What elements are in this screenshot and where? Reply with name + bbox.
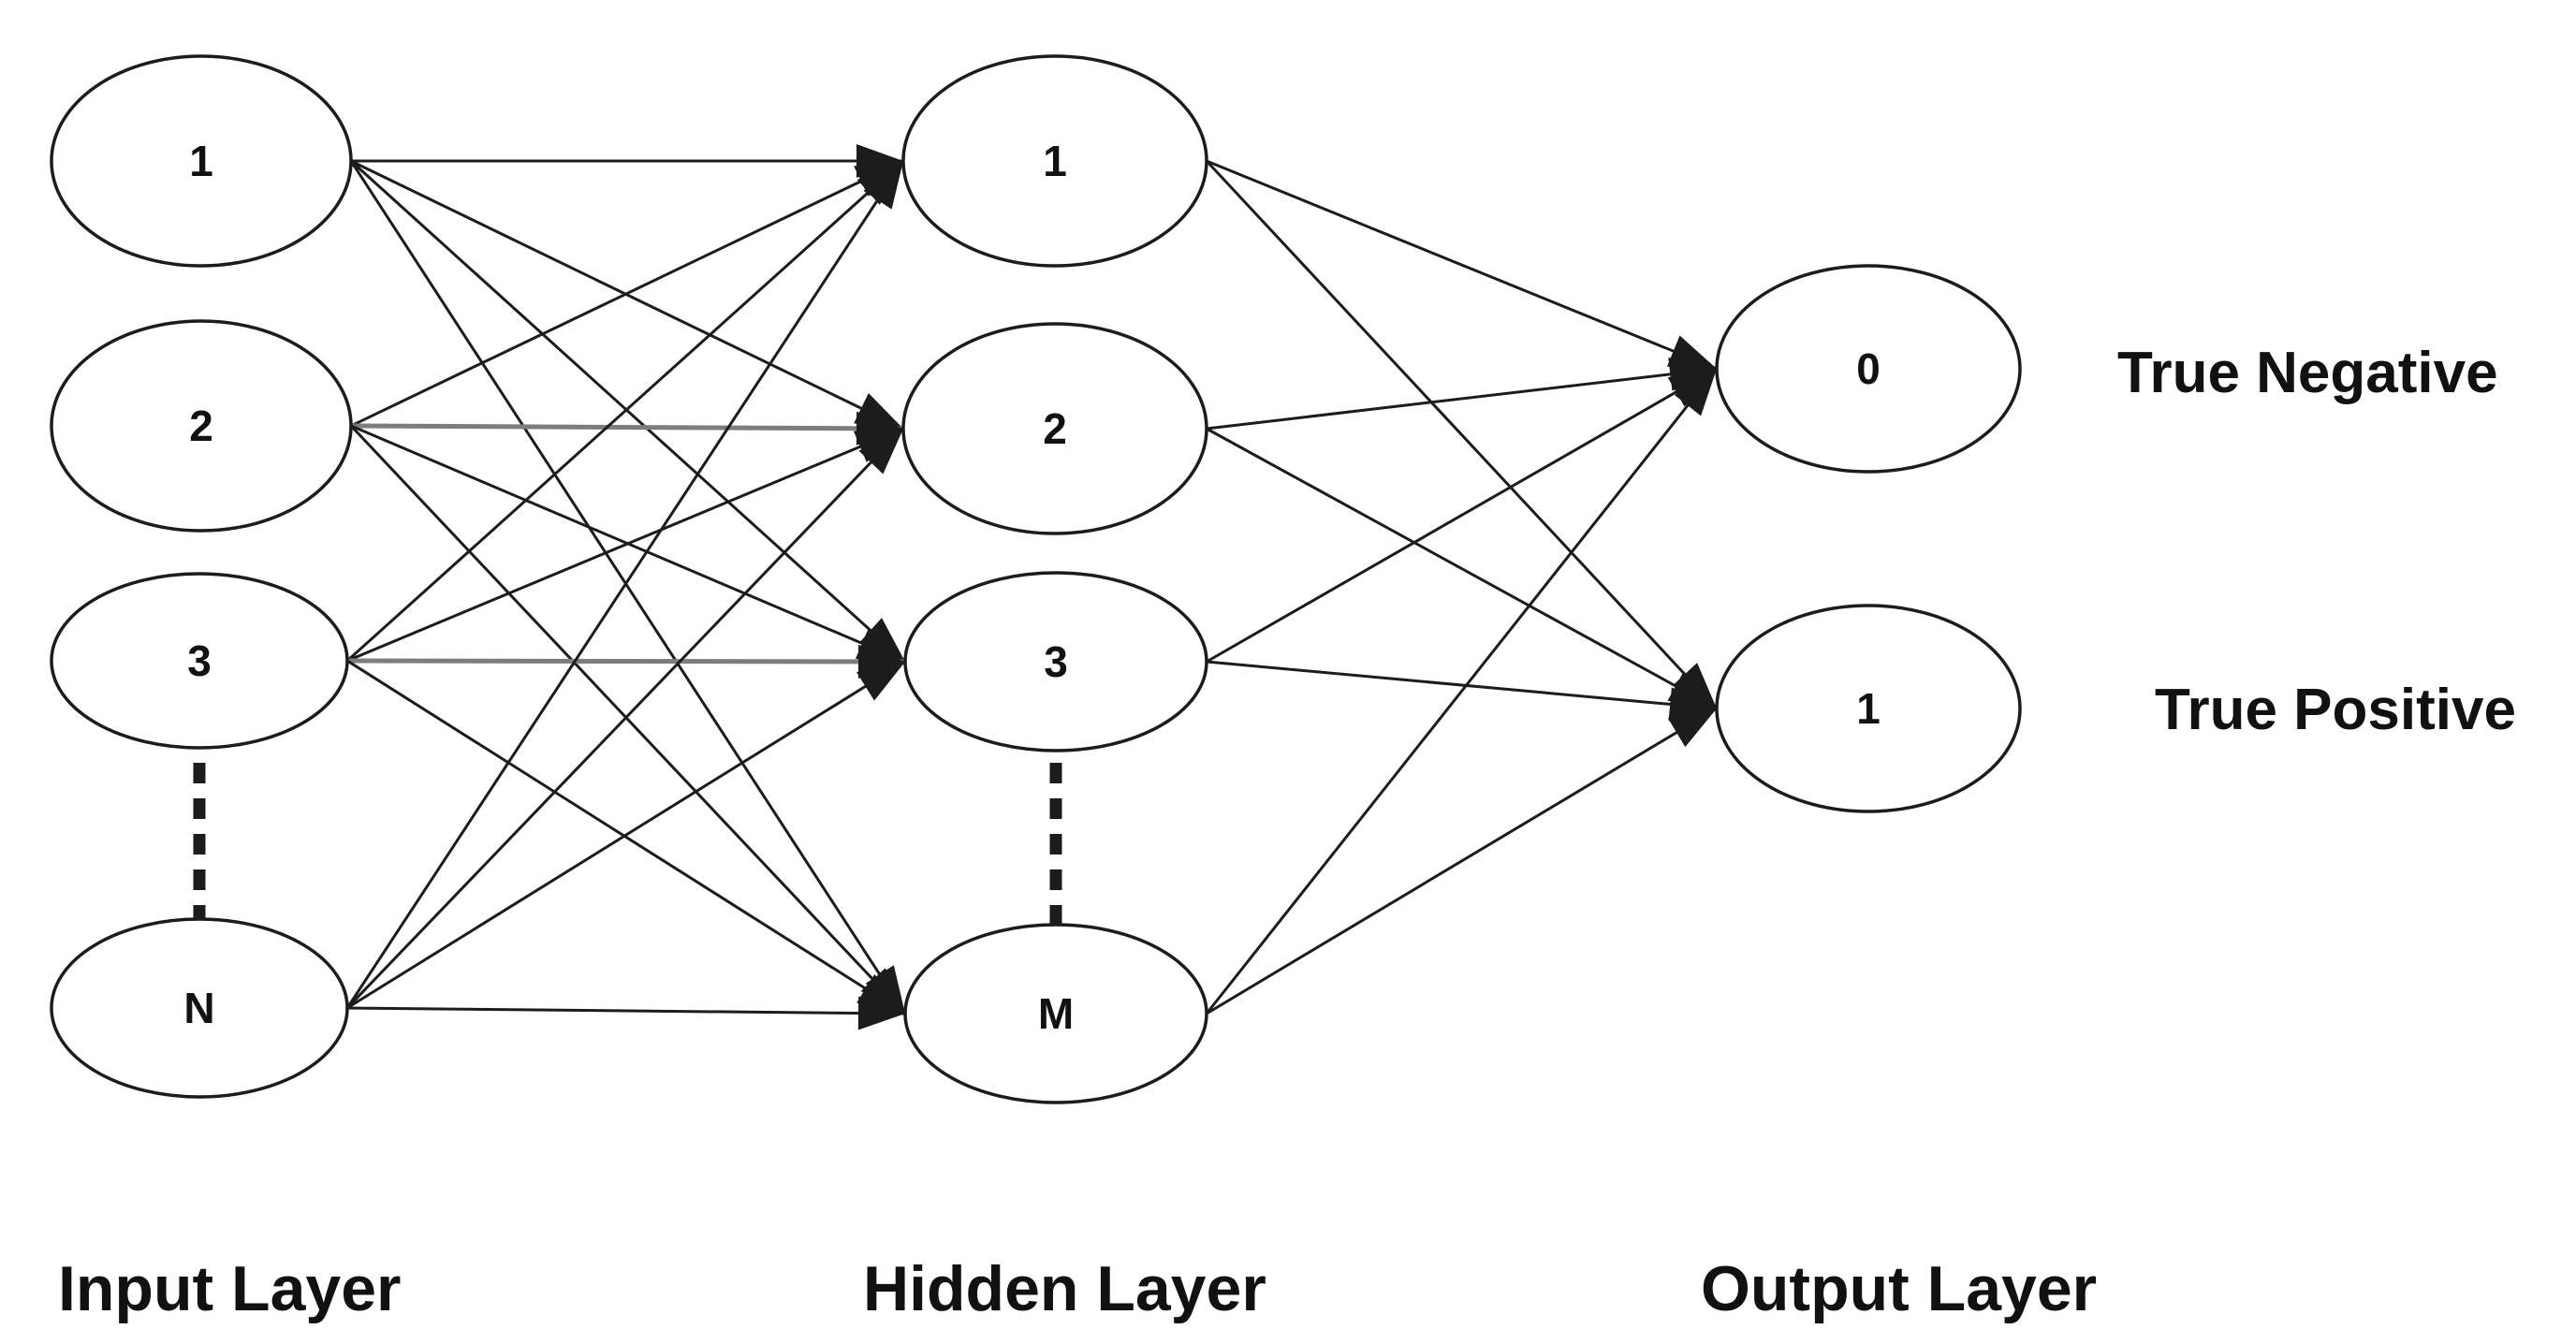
layer-caption-input: Input Layer	[58, 1253, 402, 1324]
hidden-node-M-ellipse	[903, 923, 1208, 1104]
hidden-node-1-ellipse	[901, 54, 1208, 268]
output-node-0-ellipse	[1715, 264, 2022, 474]
edge-h3-o0	[1206, 367, 1718, 664]
hidden-node-2-label: 2	[1043, 404, 1067, 453]
edge-h1-o0	[1206, 159, 1718, 371]
input-node-2-label: 2	[189, 402, 213, 450]
edge-h1-o1	[1205, 159, 1719, 710]
edge-i2-hM	[349, 424, 907, 1015]
layer-caption-hidden: Hidden Layer	[863, 1253, 1266, 1324]
annotation-true-positive: True Positive	[2155, 678, 2516, 742]
nodes-group: 1 2 3N 1 2 3M 0 1	[50, 54, 2022, 1104]
edge-hM-o0	[1205, 368, 1719, 1015]
edge-iN-h3	[346, 660, 906, 1010]
edge-hM-o1	[1206, 707, 1718, 1015]
input-node-3-label: 3	[187, 636, 212, 685]
edge-iN-h1	[345, 160, 905, 1009]
edge-h3-o1	[1206, 660, 1718, 722]
input-node-N-label: N	[183, 984, 214, 1032]
output-node-0-label: 0	[1856, 344, 1881, 393]
hidden-node-2-ellipse	[901, 322, 1208, 535]
edge-i2-h1	[350, 159, 904, 428]
edge-i3-h1	[345, 159, 905, 663]
edge-i3-hM	[346, 659, 906, 1015]
edge-i3-h3	[346, 644, 906, 679]
input-node-N-ellipse	[50, 917, 349, 1099]
hidden-node-3-ellipse	[903, 571, 1208, 752]
input-node-2-ellipse	[50, 319, 353, 533]
edge-iN-h2	[345, 427, 905, 1010]
edge-i1-hM	[349, 160, 907, 1015]
annotation-true-negative: True Negative	[2117, 341, 2498, 405]
input-node-1-ellipse	[50, 54, 353, 268]
edge-iN-hM	[346, 996, 906, 1030]
hidden-node-M-label: M	[1038, 989, 1074, 1038]
edge-h2-o1	[1206, 427, 1718, 710]
edge-i3-h2	[346, 427, 904, 663]
edge-i1-h3	[349, 159, 907, 664]
hidden-node-1-label: 1	[1043, 137, 1067, 185]
layer-caption-output: Output Layer	[1701, 1253, 2097, 1324]
hidden-node-3-label: 3	[1044, 637, 1068, 686]
edge-i2-h2	[350, 411, 904, 446]
input-node-3-ellipse	[50, 572, 349, 750]
output-node-1-label: 1	[1856, 684, 1881, 733]
output-node-1-ellipse	[1715, 604, 2022, 813]
edges-group	[345, 144, 1719, 1030]
edge-h2-o0	[1206, 357, 1718, 431]
input-node-1-label: 1	[189, 137, 213, 185]
ellipsis-group	[193, 763, 1062, 925]
